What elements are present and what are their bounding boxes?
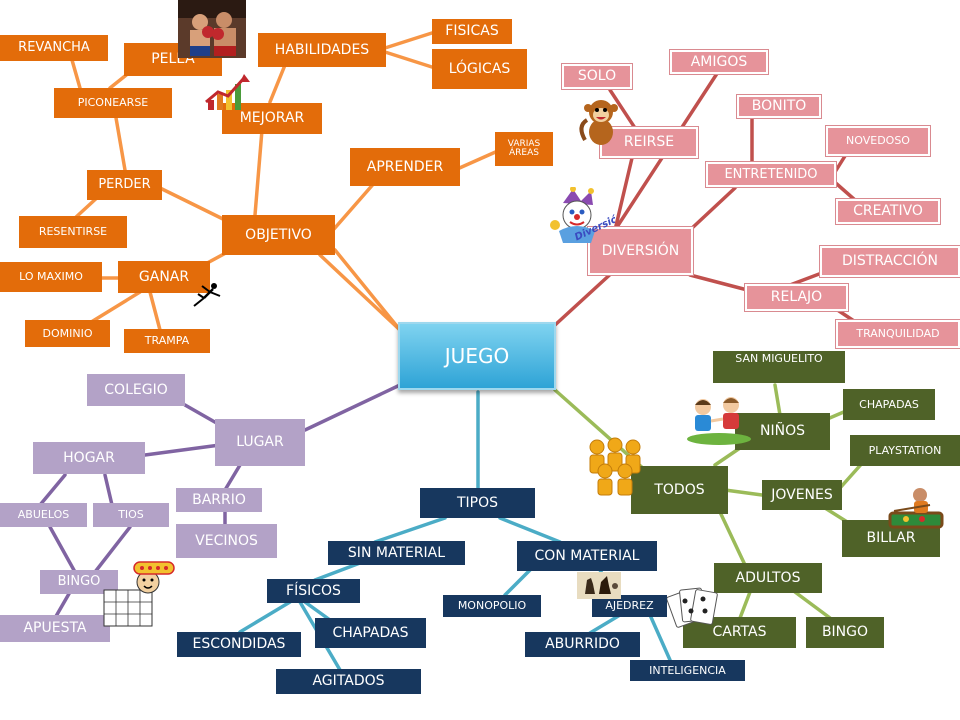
node-colegio[interactable]: COLEGIO [87, 374, 185, 406]
node-bingo-lugar[interactable]: BINGO [40, 570, 118, 594]
node-revancha[interactable]: REVANCHA [0, 35, 108, 61]
node-lo-maximo[interactable]: LO MAXIMO [0, 262, 102, 292]
node-san-miguelito[interactable]: SAN MIGUELITO [713, 351, 845, 383]
node-perder[interactable]: PERDER [87, 170, 162, 200]
node-fisicas[interactable]: FISICAS [432, 19, 512, 44]
todos-branch-lines [553, 383, 867, 620]
node-escondidas[interactable]: ESCONDIDAS [177, 632, 301, 657]
node-amigos[interactable]: AMIGOS [669, 49, 769, 75]
node-jovenes[interactable]: JOVENES [762, 480, 842, 510]
node-creativo[interactable]: CREATIVO [835, 198, 941, 225]
node-entretenido[interactable]: ENTRETENIDO [705, 161, 837, 188]
node-tipos[interactable]: TIPOS [420, 488, 535, 518]
node-abuelos[interactable]: ABUELOS [0, 503, 87, 527]
node-piconearse[interactable]: PICONEARSE [54, 88, 172, 118]
node-bingo-todos[interactable]: BINGO [806, 617, 884, 648]
billiards-player-icon [888, 488, 944, 529]
node-novedoso[interactable]: NOVEDOSO [825, 125, 931, 157]
node-diversion[interactable]: DIVERSIÓN [587, 226, 694, 276]
node-sin-material[interactable]: SIN MATERIAL [328, 541, 465, 565]
diversion-clown-sticker-icon: Diversión [550, 187, 615, 243]
node-pelea[interactable]: PELEA [124, 43, 222, 76]
trampa-stick-figure-icon [193, 283, 221, 307]
chess-pieces-photo-icon [577, 572, 621, 599]
node-monopolio[interactable]: MONOPOLIO [443, 595, 541, 617]
fighters-photo-icon [178, 0, 246, 58]
node-todos[interactable]: TODOS [631, 466, 728, 514]
node-tranquilidad[interactable]: TRANQUILIDAD [835, 319, 960, 349]
node-varias-areas[interactable]: VARIAS ÁREAS [495, 132, 553, 166]
monkey-laughing-icon [579, 100, 618, 145]
node-ajedrez[interactable]: AJEDREZ [592, 595, 667, 617]
growth-chart-icon [205, 74, 250, 110]
node-apuesta[interactable]: APUESTA [0, 615, 110, 642]
node-adultos[interactable]: ADULTOS [714, 563, 822, 593]
kids-playing-icon [687, 397, 751, 445]
node-fisicos[interactable]: FÍSICOS [267, 579, 360, 603]
node-bonito[interactable]: BONITO [736, 94, 822, 119]
node-lugar[interactable]: LUGAR [215, 419, 305, 466]
node-chapadas-tipos[interactable]: CHAPADAS [315, 618, 426, 648]
lugar-branch-lines [38, 383, 402, 620]
node-tios[interactable]: TIOS [93, 503, 169, 527]
node-solo[interactable]: SOLO [561, 63, 633, 90]
node-hogar[interactable]: HOGAR [33, 442, 145, 474]
node-objetivo[interactable]: OBJETIVO [222, 215, 335, 255]
node-habilidades[interactable]: HABILIDADES [258, 33, 386, 67]
node-dominio[interactable]: DOMINIO [25, 320, 110, 347]
bingo-card-cartoon-icon [103, 561, 175, 627]
node-inteligencia[interactable]: INTELIGENCIA [630, 660, 745, 681]
node-agitados[interactable]: AGITADOS [276, 669, 421, 694]
node-con-material[interactable]: CON MATERIAL [517, 541, 657, 571]
node-distraccion[interactable]: DISTRACCIÓN [819, 245, 960, 278]
node-relajo[interactable]: RELAJO [744, 283, 849, 312]
node-logicas[interactable]: LÓGICAS [432, 49, 527, 89]
group-of-people-icon [589, 437, 641, 496]
node-ganar[interactable]: GANAR [118, 261, 210, 293]
node-barrio[interactable]: BARRIO [176, 488, 262, 512]
node-reirse[interactable]: REIRSE [599, 126, 699, 159]
node-chapadas-todos[interactable]: CHAPADAS [843, 389, 935, 420]
node-aburrido[interactable]: ABURRIDO [525, 632, 640, 657]
node-trampa[interactable]: TRAMPA [124, 329, 210, 353]
center-node-juego[interactable]: JUEGO [398, 322, 556, 390]
node-playstation[interactable]: PLAYSTATION [850, 435, 960, 466]
playing-cards-icon [667, 587, 718, 628]
node-resentirse[interactable]: RESENTIRSE [19, 216, 127, 248]
node-ninos[interactable]: NIÑOS [735, 413, 830, 450]
node-vecinos[interactable]: VECINOS [176, 524, 277, 558]
node-aprender[interactable]: APRENDER [350, 148, 460, 186]
